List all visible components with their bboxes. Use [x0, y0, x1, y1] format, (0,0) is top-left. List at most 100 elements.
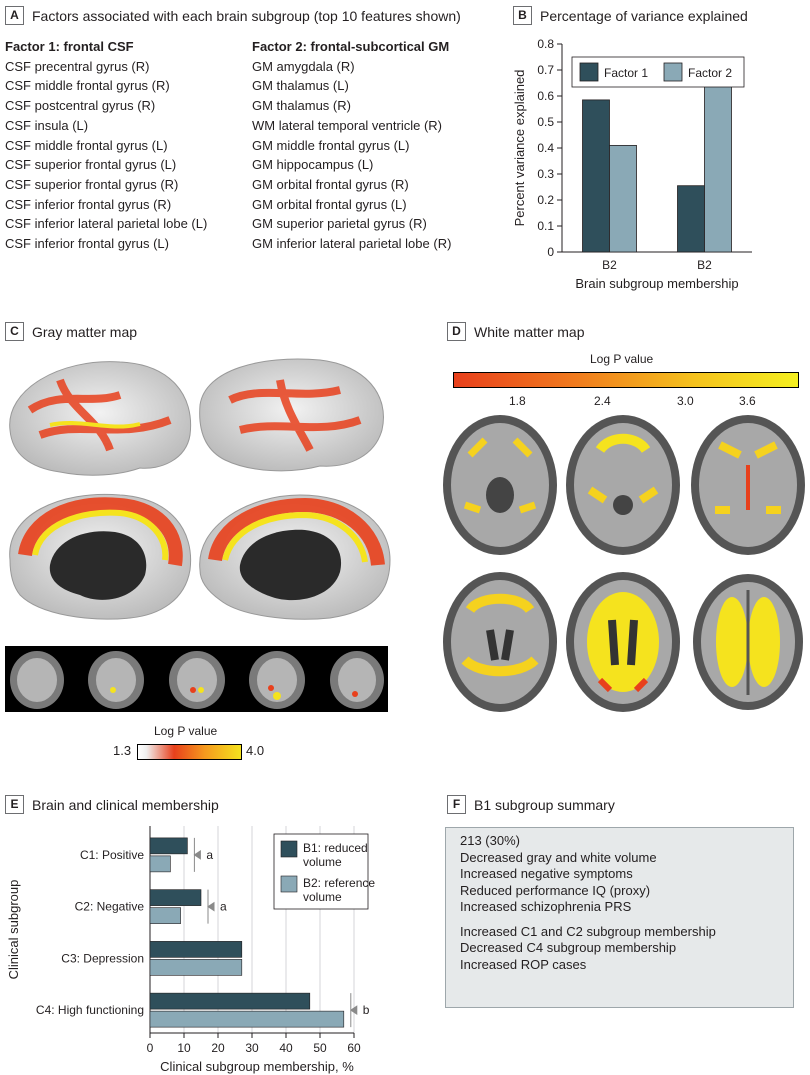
factor2-item: WM lateral temporal ventricle (R) — [252, 117, 442, 133]
wm-colorbar-label: Log P value — [590, 352, 654, 366]
bar — [149, 855, 171, 873]
coronal-slice — [169, 651, 225, 709]
y-tick-label: 0.7 — [537, 63, 554, 77]
legend-label: Factor 1 — [604, 66, 648, 80]
panel-d-letter: D — [447, 322, 466, 341]
factor1-item: CSF inferior lateral parietal lobe (L) — [5, 216, 208, 232]
factor1-item: CSF postcentral gyrus (R) — [5, 98, 156, 114]
panel-c-title: Gray matter map — [32, 323, 138, 340]
coronal-slice — [88, 651, 144, 709]
factor1-item: CSF inferior frontal gyrus (L) — [5, 236, 169, 252]
legend-box — [571, 56, 745, 88]
y-tick-label: 0.6 — [537, 89, 554, 103]
summary-line: Reduced performance IQ (proxy) — [460, 882, 651, 898]
factor2-item: GM superior parietal gyrus (R) — [252, 216, 427, 232]
y-tick-label: 0.2 — [537, 193, 554, 207]
factor2-item: GM amygdala (R) — [252, 58, 355, 74]
significance-bracket — [193, 837, 201, 872]
summary-line: Increased negative symptoms — [460, 866, 633, 881]
factor2-item: GM thalamus (L) — [252, 78, 349, 94]
factor1-item: CSF middle frontal gyrus (L) — [5, 137, 168, 153]
significance-bracket — [349, 993, 358, 1028]
panel-a-letter: A — [5, 6, 24, 25]
bar — [704, 57, 732, 253]
x-tick-label: 30 — [245, 1041, 259, 1055]
factor1-item: CSF insula (L) — [5, 117, 89, 133]
x-tick-label: 0 — [147, 1041, 154, 1055]
panel-f-header: F B1 subgroup summary — [447, 795, 615, 814]
factor1-list: Factor 1: frontal CSF CSF precentral gyr… — [5, 37, 207, 254]
y-tick-label: 0.3 — [537, 167, 554, 181]
x-tick-label: 60 — [347, 1041, 361, 1055]
summary-line: Increased ROP cases — [460, 956, 587, 972]
factor2-item: GM orbital frontal gyrus (R) — [252, 176, 409, 192]
axial-slice — [693, 574, 803, 710]
y-tick-label: 0 — [547, 245, 554, 259]
bar — [149, 889, 202, 906]
factor2-header: Factor 2: frontal-subcortical GM — [252, 39, 450, 54]
coronal-slice — [249, 651, 305, 709]
factor1-item: CSF inferior frontal gyrus (R) — [5, 196, 172, 212]
panel-b-letter: B — [513, 6, 532, 25]
bar — [149, 837, 188, 855]
brain-lateral-left — [9, 361, 192, 476]
y-tick-label: 0.4 — [537, 141, 554, 155]
gm-colorbar-label: Log P value — [154, 724, 218, 738]
panel-d-title: White matter map — [474, 323, 585, 340]
panel-c-header: C Gray matter map — [5, 322, 137, 341]
x-tick-label: B2 — [602, 258, 617, 272]
panel-a-title: Factors associated with each brain subgr… — [32, 7, 461, 24]
y-tick-label: C2: Negative — [75, 900, 145, 914]
significance-label: a — [206, 848, 213, 862]
legend-swatch — [579, 62, 599, 82]
gm-colorbar-min: 1.3 — [113, 743, 132, 758]
wm-tick: 3.0 — [677, 394, 694, 408]
brain-medial-right-cutout — [239, 529, 342, 601]
summary-line: Increased C1 and C2 subgroup membership — [460, 923, 716, 939]
axial-slice — [566, 415, 680, 555]
coronal-slices-strip — [5, 646, 388, 712]
bar — [582, 99, 610, 253]
gm-colorbar-max: 4.0 — [246, 743, 265, 758]
axial-slice — [443, 572, 557, 712]
legend-swatch — [280, 875, 298, 893]
gray-matter-brain-renderings — [9, 358, 391, 620]
brain-medial-left-cutout — [49, 531, 147, 600]
bar — [677, 185, 705, 253]
panel-a-header: A Factors associated with each brain sub… — [5, 6, 461, 25]
factor2-item: GM orbital frontal gyrus (L) — [252, 196, 407, 212]
legend-swatch — [663, 62, 683, 82]
panel-c-letter: C — [5, 322, 24, 341]
factor1-item: CSF superior frontal gyrus (R) — [5, 176, 179, 192]
axial-slice — [443, 415, 557, 555]
wm-tick: 2.4 — [594, 394, 611, 408]
y-tick-label: 0.8 — [537, 37, 554, 51]
y-tick-label: C3: Depression — [61, 951, 144, 965]
y-tick-label: C1: Positive — [80, 848, 144, 862]
axial-slice — [566, 572, 680, 712]
x-tick-label: 40 — [279, 1041, 293, 1055]
factor2-item: GM hippocampus (L) — [252, 157, 374, 173]
significance-label: b — [363, 1003, 370, 1017]
wm-colorbar — [453, 372, 799, 388]
x-tick-label: 20 — [211, 1041, 225, 1055]
factor1-item: CSF superior frontal gyrus (L) — [5, 157, 177, 173]
panel-e-letter: E — [5, 795, 24, 814]
bar — [149, 941, 243, 958]
factor2-list: Factor 2: frontal-subcortical GM GM amyg… — [252, 37, 451, 254]
bar — [149, 1010, 345, 1028]
summary-line: 213 (30%) — [460, 833, 520, 848]
significance-label: a — [220, 900, 227, 914]
y-tick-label: C4: High functioning — [36, 1003, 144, 1017]
panel-d-header: D White matter map — [447, 322, 584, 341]
y-axis-label: Clinical subgroup — [6, 880, 21, 980]
factor1-header: Factor 1: frontal CSF — [5, 39, 134, 54]
gm-colorbar — [137, 744, 242, 760]
legend-swatch — [280, 840, 298, 858]
bar — [149, 992, 311, 1010]
